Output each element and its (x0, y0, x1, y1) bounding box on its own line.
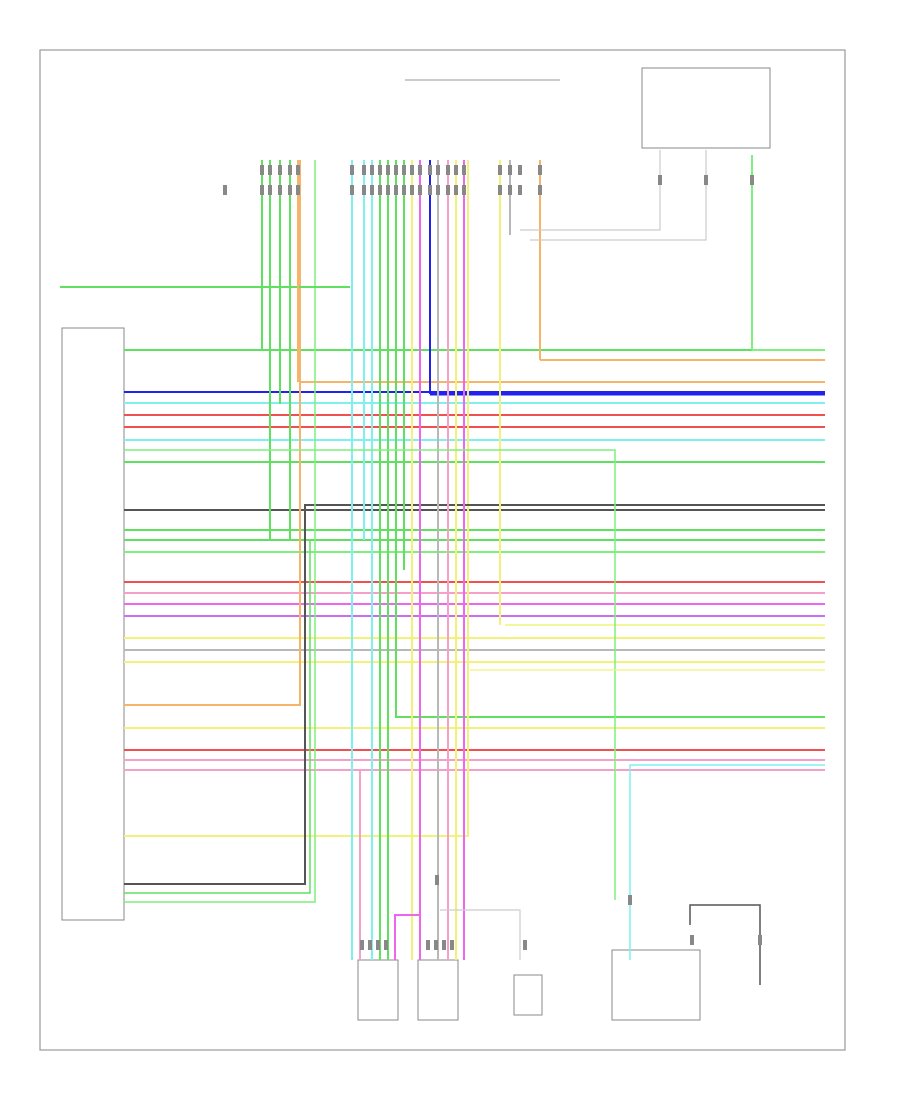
main-connector-block (61, 327, 125, 921)
connector-pin (538, 165, 542, 175)
connector-pin (518, 165, 522, 175)
connector-pin (360, 940, 364, 950)
connector-pin (628, 895, 632, 905)
connector-pin (296, 165, 300, 175)
connector-pin (518, 185, 522, 195)
wire-30 (124, 160, 469, 837)
wire-29 (124, 160, 301, 706)
wire-33 (124, 160, 316, 903)
connector-pin (368, 940, 372, 950)
connector-pin (268, 185, 272, 195)
wires-group (60, 150, 825, 985)
relay-block (641, 67, 771, 149)
connector-pin (750, 175, 754, 185)
connector-pin (454, 185, 458, 195)
connector-pin (378, 185, 382, 195)
connector-pin (394, 165, 398, 175)
connector-pin (384, 940, 388, 950)
connector-pin (268, 165, 272, 175)
connector-pin (418, 165, 422, 175)
connector-pin (508, 185, 512, 195)
connector-pin (426, 940, 430, 950)
connector-pin (296, 185, 300, 195)
connector-pin (223, 185, 227, 195)
connector-pin (378, 165, 382, 175)
wire-64 (440, 909, 521, 960)
connector-pin (434, 940, 438, 950)
connector-pin (704, 175, 708, 185)
connector-pin (350, 165, 354, 175)
center-bottom-component (513, 974, 543, 1016)
connector-pin (462, 165, 466, 175)
wire-60 (629, 764, 825, 960)
connector-pin (436, 165, 440, 175)
connector-pin (454, 165, 458, 175)
connector-pin (442, 940, 446, 950)
connector-pin (523, 940, 527, 950)
connector-pin (410, 165, 414, 175)
connector-pin (690, 935, 694, 945)
connector-pin (402, 165, 406, 175)
connector-pins-group (223, 165, 762, 950)
connector-pin (350, 185, 354, 195)
connector-pin (435, 875, 439, 885)
connector-pin (498, 185, 502, 195)
connector-pin (508, 165, 512, 175)
connector-pin (260, 185, 264, 195)
connector-pin (288, 185, 292, 195)
connector-pin (278, 165, 282, 175)
connector-pin (362, 185, 366, 195)
wire-32 (124, 540, 311, 894)
connector-pin (446, 185, 450, 195)
connector-pin (370, 185, 374, 195)
connector-pin (394, 185, 398, 195)
connector-pin (362, 165, 366, 175)
right-bottom-component (611, 949, 701, 1021)
connector-pin (498, 165, 502, 175)
connector-pin (278, 185, 282, 195)
connector-pin (260, 165, 264, 175)
bottom-left-component-a (357, 959, 399, 1021)
wire-31 (124, 504, 825, 885)
connector-pin (402, 185, 406, 195)
connector-pin (428, 165, 432, 175)
diagram-frame (39, 49, 846, 1051)
connector-pin (658, 175, 662, 185)
connector-pin (386, 165, 390, 175)
connector-pin (758, 935, 762, 945)
wire-59 (530, 150, 707, 241)
connector-pin (462, 185, 466, 195)
connector-pin (376, 940, 380, 950)
connector-pin (418, 185, 422, 195)
bottom-left-component-b (417, 959, 459, 1021)
connector-pin (370, 165, 374, 175)
connector-pin (450, 940, 454, 950)
connector-pin (428, 185, 432, 195)
wire-66 (394, 914, 421, 960)
connector-pin (538, 185, 542, 195)
connector-pin (446, 165, 450, 175)
connector-pin (386, 185, 390, 195)
connector-pin (288, 165, 292, 175)
connector-pin (436, 185, 440, 195)
wire-61 (124, 449, 616, 900)
connector-pin (410, 185, 414, 195)
